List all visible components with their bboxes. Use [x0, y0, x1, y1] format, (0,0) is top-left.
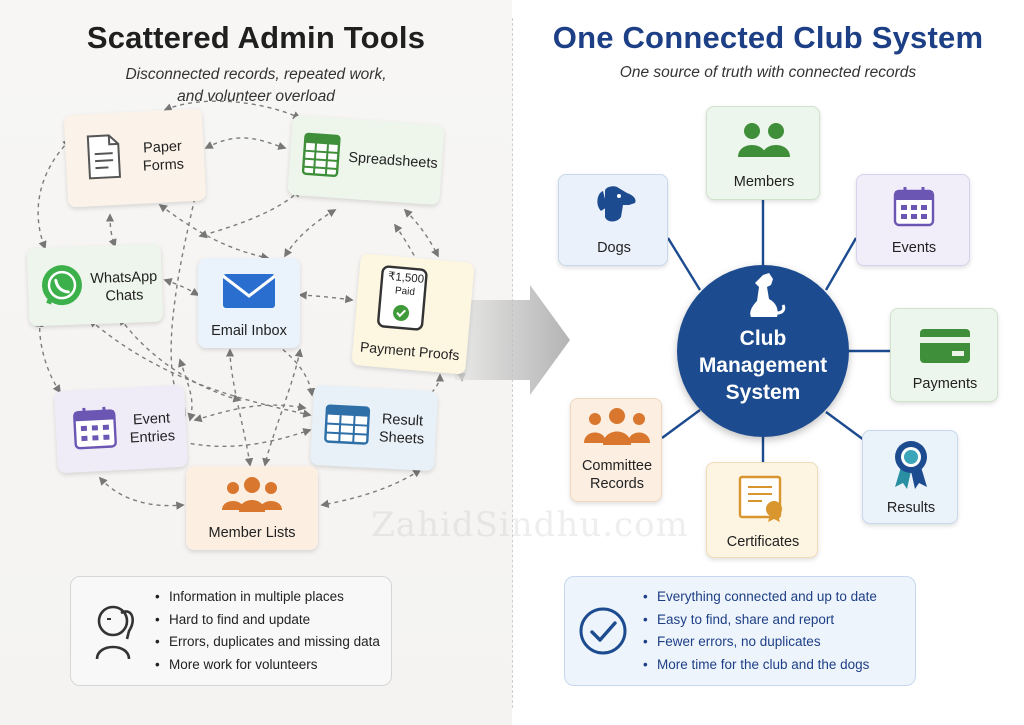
- benefit-item: Easy to find, share and report: [643, 609, 877, 632]
- people-icon: [222, 477, 282, 512]
- left-subtitle-line1: Disconnected records, repeated work,: [125, 66, 387, 83]
- benefits-summary: Everything connected and up to date Easy…: [564, 576, 916, 686]
- right-subtitle: One source of truth with connected recor…: [619, 64, 917, 81]
- members-label: Members: [733, 174, 795, 190]
- dogs-label: Dogs: [597, 240, 631, 256]
- members-module: Members: [706, 106, 820, 200]
- hub-label-3: System: [725, 381, 801, 404]
- whatsapp-label-2: Chats: [105, 287, 144, 305]
- certificate-icon: [738, 475, 782, 522]
- group-icon: [584, 408, 650, 445]
- committee-label-2: Records: [590, 476, 644, 492]
- problems-list: Information in multiple places Hard to f…: [155, 586, 380, 676]
- paper-forms-card: Paper Forms: [63, 108, 207, 208]
- committee-label-1: Committee: [581, 458, 653, 474]
- certificates-module: Certificates: [706, 462, 818, 558]
- events-label: Events: [891, 240, 937, 256]
- stressed-person-icon: [95, 605, 134, 660]
- spreadsheet-icon: [301, 132, 341, 178]
- left-subtitle-line2: and volunteer overload: [177, 88, 335, 105]
- problem-item: Information in multiple places: [155, 586, 380, 609]
- phone-receipt-icon: [377, 265, 428, 331]
- benefit-item: Everything connected and up to date: [643, 586, 877, 609]
- spreadsheets-card: Spreadsheets: [287, 114, 445, 206]
- credit-card-icon: [920, 329, 970, 363]
- left-subtitle: Disconnected records, repeated work, and…: [56, 64, 456, 108]
- email-card: Email Inbox: [198, 258, 300, 348]
- payments-label: Payments: [912, 376, 978, 392]
- event-entries-label-2: Entries: [129, 428, 176, 447]
- hub-label-2: Management: [698, 354, 828, 377]
- whatsapp-card: WhatsApp Chats: [26, 243, 164, 327]
- envelope-icon: [222, 274, 276, 308]
- ribbon-medal-icon: [895, 441, 927, 489]
- payment-proofs-card: ₹1,500 Paid Payment Proofs: [351, 253, 475, 375]
- calendar-icon: [73, 406, 117, 450]
- left-title: Scattered Admin Tools: [86, 20, 426, 55]
- paper-forms-label-2: Forms: [142, 156, 185, 175]
- result-sheets-card: Result Sheets: [309, 384, 439, 472]
- problem-item: Errors, duplicates and missing data: [155, 631, 380, 654]
- hub-label-1: Club: [739, 327, 787, 350]
- document-icon: [86, 134, 122, 180]
- problem-item: Hard to find and update: [155, 609, 380, 632]
- event-entries-card: Event Entries: [53, 384, 189, 474]
- payment-proofs-label: Payment Proofs: [359, 338, 461, 364]
- sitting-dog-icon: [750, 273, 786, 317]
- result-sheets-label-2: Sheets: [378, 429, 425, 448]
- spreadsheets-label: Spreadsheets: [347, 149, 439, 172]
- results-module: Results: [862, 430, 958, 524]
- certificates-label: Certificates: [726, 534, 800, 550]
- club-management-hub: Club Management System: [677, 265, 849, 437]
- dogs-module: Dogs: [558, 174, 668, 266]
- table-icon: [324, 404, 371, 445]
- payments-module: Payments: [890, 308, 998, 402]
- check-circle-icon: [579, 607, 627, 655]
- problems-summary: Information in multiple places Hard to f…: [70, 576, 392, 686]
- benefits-list: Everything connected and up to date Easy…: [643, 586, 877, 676]
- whatsapp-icon: [41, 265, 82, 306]
- email-label: Email Inbox: [211, 323, 287, 339]
- calendar-icon: [893, 187, 935, 227]
- dog-head-icon: [597, 186, 636, 222]
- results-label: Results: [886, 500, 936, 516]
- right-arrow-icon: [455, 285, 570, 395]
- member-lists-label: Member Lists: [208, 525, 296, 541]
- whatsapp-label-1: WhatsApp: [90, 268, 158, 288]
- people-icon: [738, 123, 790, 157]
- problem-item: More work for volunteers: [155, 654, 380, 677]
- events-module: Events: [856, 174, 970, 266]
- watermark: ZahidSindhu.com: [371, 505, 689, 545]
- right-title: One Connected Club System: [552, 20, 984, 55]
- benefit-item: More time for the club and the dogs: [643, 654, 877, 677]
- committee-records-module: Committee Records: [570, 398, 662, 502]
- member-lists-card: Member Lists: [186, 466, 318, 550]
- benefit-item: Fewer errors, no duplicates: [643, 631, 877, 654]
